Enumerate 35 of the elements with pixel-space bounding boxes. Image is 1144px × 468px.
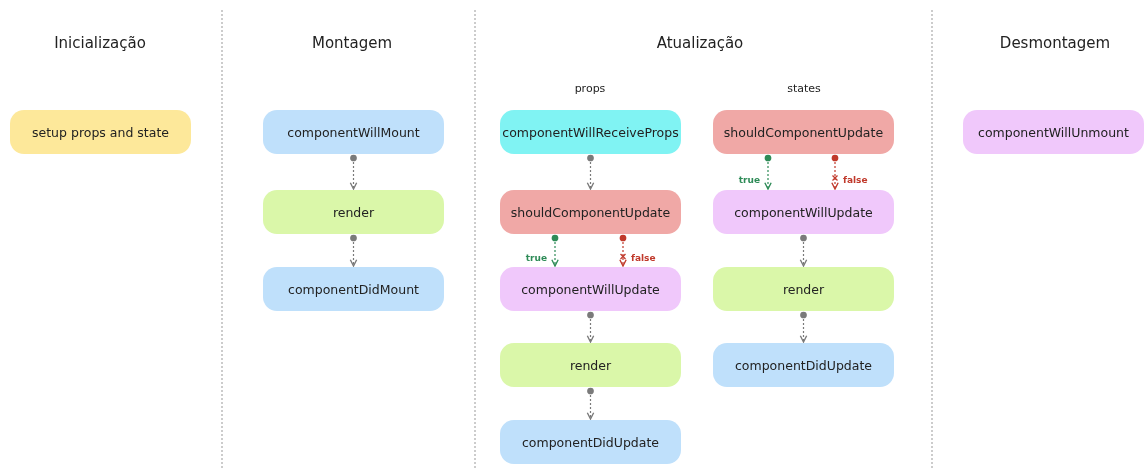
lifecycle-method-box: componentWillUpdate [500,267,681,311]
dotted-arrow [586,311,595,343]
column-heading: Montagem [311,34,393,52]
lifecycle-method-box: render [263,190,444,234]
dotted-arrow [799,311,808,343]
lifecycle-method-box: componentDidMount [263,267,444,311]
column-subheading: states [787,82,821,95]
column-subheading: props [574,82,606,95]
column-heading: Atualização [656,34,744,52]
dotted-arrow [586,387,595,420]
lifecycle-method-box: componentWillUpdate [713,190,894,234]
lifecycle-method-box: shouldComponentUpdate [500,190,681,234]
lifecycle-method-box: componentDidUpdate [713,343,894,387]
column-heading: Inicialização [54,34,146,52]
lifecycle-method-box: setup props and state [10,110,191,154]
dotted-arrow [831,154,839,190]
dotted-arrow [619,234,627,267]
lifecycle-method-box: render [500,343,681,387]
lifecycle-method-box: componentDidUpdate [500,420,681,464]
lifecycle-method-box: render [713,267,894,311]
lifecycle-method-box: componentWillUnmount [963,110,1144,154]
column-heading: Desmontagem [999,34,1111,52]
edge-label: false [843,174,868,185]
dotted-arrow [764,154,772,190]
dotted-arrow [799,234,808,267]
dotted-arrow [349,154,358,190]
lifecycle-method-box: componentWillMount [263,110,444,154]
dotted-arrow [586,154,595,190]
edge-label: true [738,174,760,185]
dotted-arrow [349,234,358,267]
edge-label: false [631,253,656,263]
dotted-arrow [551,234,559,267]
lifecycle-method-box: shouldComponentUpdate [713,110,894,154]
edge-label: true [525,253,547,263]
lifecycle-method-box: componentWillReceiveProps [500,110,681,154]
